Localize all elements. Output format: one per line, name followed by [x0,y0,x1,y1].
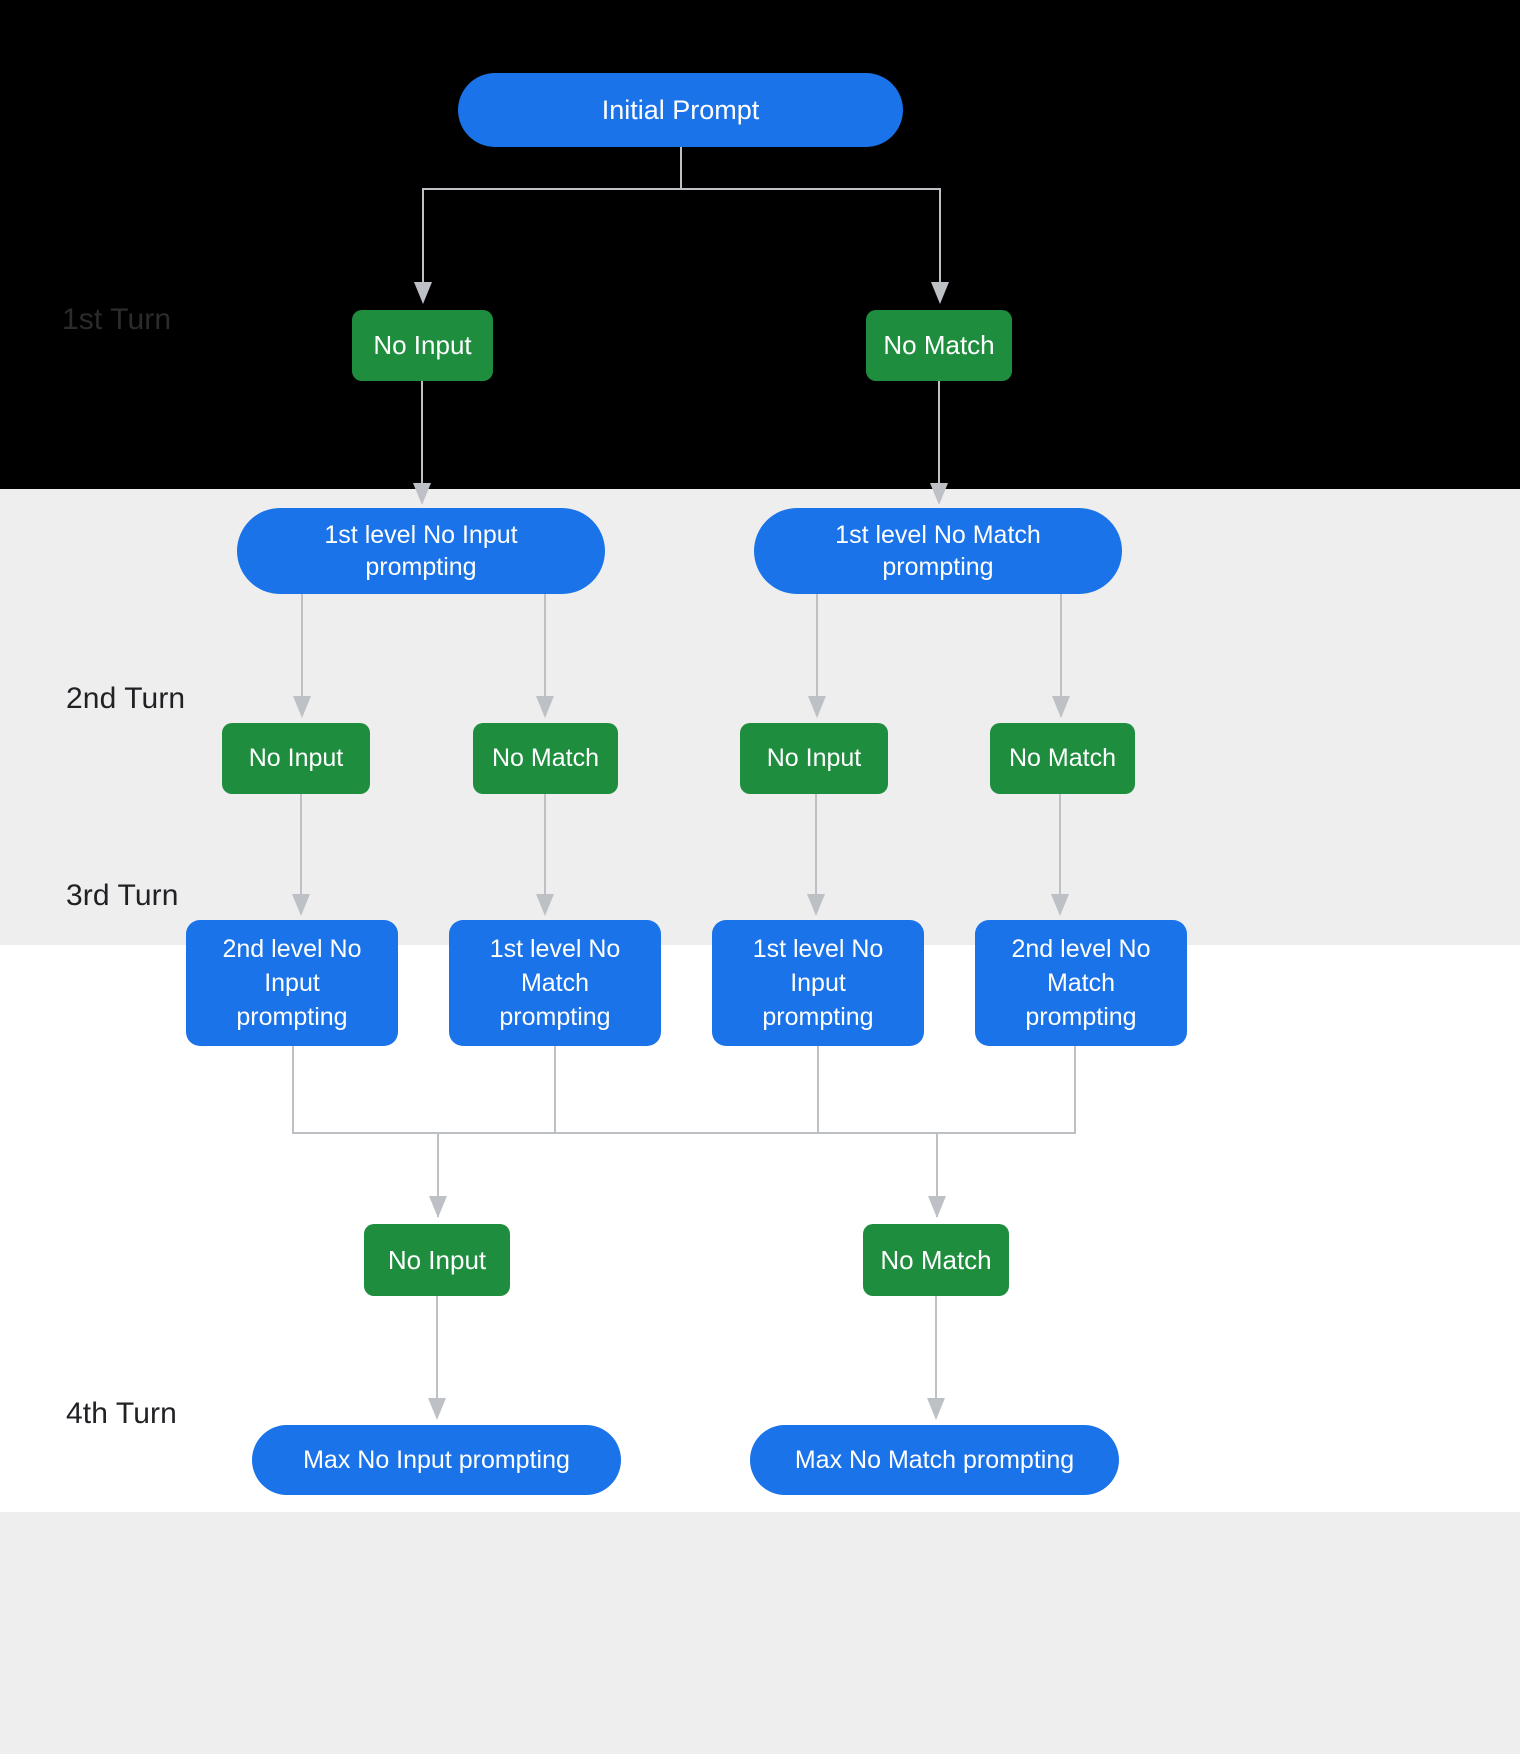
arrowhead-turn3-prompt-2 [536,894,554,916]
arrowhead-turn2-no-match-b [1052,696,1070,718]
node-turn3-prompt-1[interactable]: 2nd level No Input prompting [186,920,398,1046]
node-max-no-match-prompting[interactable]: Max No Match prompting [750,1425,1119,1495]
edge-bus-to-no-input [437,1132,439,1217]
node-turn2-no-input-b[interactable]: No Input [740,723,888,794]
node-turn2-prompt-no-input-label: 1st level No Input prompting [324,521,518,581]
node-turn3-prompt-2-label: 1st level No Match prompting [489,935,621,1031]
band-4th-turn [0,1512,1520,1754]
node-turn2-no-match-b-label: No Match [1009,744,1116,772]
arrowhead-turn2-prompt-no-input [413,483,431,505]
node-turn2-prompt-no-match-label: 1st level No Match prompting [835,521,1041,581]
arrowhead-turn3-prompt-4 [1051,894,1069,916]
edge-initial-right-drop [939,188,941,284]
node-turn2-no-input-b-label: No Input [766,744,862,772]
arrowhead-turn3-prompt-1 [292,894,310,916]
edge-to-max-no-match [935,1296,937,1401]
edge-turn3-stem-1 [292,1046,294,1134]
node-turn2-prompt-no-input[interactable]: 1st level No Input prompting [237,508,605,594]
edge-turn3-stem-4 [1074,1046,1076,1134]
node-turn3-no-match[interactable]: No Match [863,1224,1009,1296]
edge-to-max-no-input [436,1296,438,1401]
node-max-no-match-prompting-label: Max No Match prompting [794,1445,1075,1474]
node-max-no-input-prompting-label: Max No Input prompting [303,1445,570,1474]
edge-turn2-right-to-no-input [816,594,818,698]
edge-initial-bus [422,188,941,190]
node-turn1-no-match-label: No Match [883,330,995,360]
edge-turn3-stem-2 [554,1046,556,1134]
arrowhead-max-no-input [428,1398,446,1420]
arrowhead-turn2-prompt-no-match [930,483,948,505]
node-initial-prompt-label: Initial Prompt [601,94,760,125]
node-turn3-prompt-1-label: 2nd level No Input prompting [222,935,362,1031]
node-turn2-no-match-a[interactable]: No Match [473,723,618,794]
node-initial-prompt[interactable]: Initial Prompt [458,73,903,147]
edge-to-turn3-prompt-3 [815,794,817,896]
edge-turn2-left-to-no-match [544,594,546,698]
edge-turn3-stem-3 [817,1046,819,1134]
edge-initial-left-drop [422,188,424,284]
node-turn2-no-input-a[interactable]: No Input [222,723,370,794]
node-turn1-no-input-label: No Input [373,330,472,360]
edge-to-turn3-prompt-2 [544,794,546,896]
node-turn3-prompt-4-label: 2nd level No Match prompting [1011,935,1151,1031]
edge-initial-stem [680,144,682,189]
node-turn2-prompt-no-match[interactable]: 1st level No Match prompting [754,508,1122,594]
turn-label-4th: 4th Turn [66,1397,177,1430]
arrowhead-turn3-no-match [928,1196,946,1218]
edge-turn2-left-to-no-input [301,594,303,698]
node-turn3-prompt-2[interactable]: 1st level No Match prompting [449,920,661,1046]
node-turn3-prompt-3[interactable]: 1st level No Input prompting [712,920,924,1046]
node-turn3-no-match-label: No Match [880,1244,992,1275]
node-turn3-no-input-label: No Input [387,1244,487,1275]
turn-label-1st: 1st Turn [62,303,172,336]
turn-label-3rd: 3rd Turn [66,879,179,912]
edge-bus-to-no-match [936,1132,938,1217]
node-turn3-prompt-4[interactable]: 2nd level No Match prompting [975,920,1187,1046]
edge-turn2-right-to-no-match [1060,594,1062,698]
node-turn2-no-input-a-label: No Input [248,744,344,772]
edge-to-turn3-prompt-1 [300,794,302,896]
arrowhead-turn2-no-input-b [808,696,826,718]
arrowhead-turn3-no-input [429,1196,447,1218]
arrowhead-turn1-no-input [414,282,432,304]
turn-label-2nd: 2nd Turn [66,682,186,715]
arrowhead-turn1-no-match [931,282,949,304]
edge-to-turn3-prompt-4 [1059,794,1061,896]
node-turn2-no-match-a-label: No Match [492,744,599,772]
node-turn3-no-input[interactable]: No Input [364,1224,510,1296]
node-turn1-no-match[interactable]: No Match [866,310,1012,381]
node-max-no-input-prompting[interactable]: Max No Input prompting [252,1425,621,1495]
node-turn3-prompt-3-label: 1st level No Input prompting [752,935,884,1031]
node-turn1-no-input[interactable]: No Input [352,310,493,381]
edge-turn1-no-input-down [421,381,423,485]
node-turn2-no-match-b[interactable]: No Match [990,723,1135,794]
arrowhead-turn2-no-match-a [536,696,554,718]
arrowhead-turn3-prompt-3 [807,894,825,916]
arrowhead-max-no-match [927,1398,945,1420]
arrowhead-turn2-no-input-a [293,696,311,718]
edge-convergence-bus [292,1132,1076,1134]
edge-turn1-no-match-down [938,381,940,485]
